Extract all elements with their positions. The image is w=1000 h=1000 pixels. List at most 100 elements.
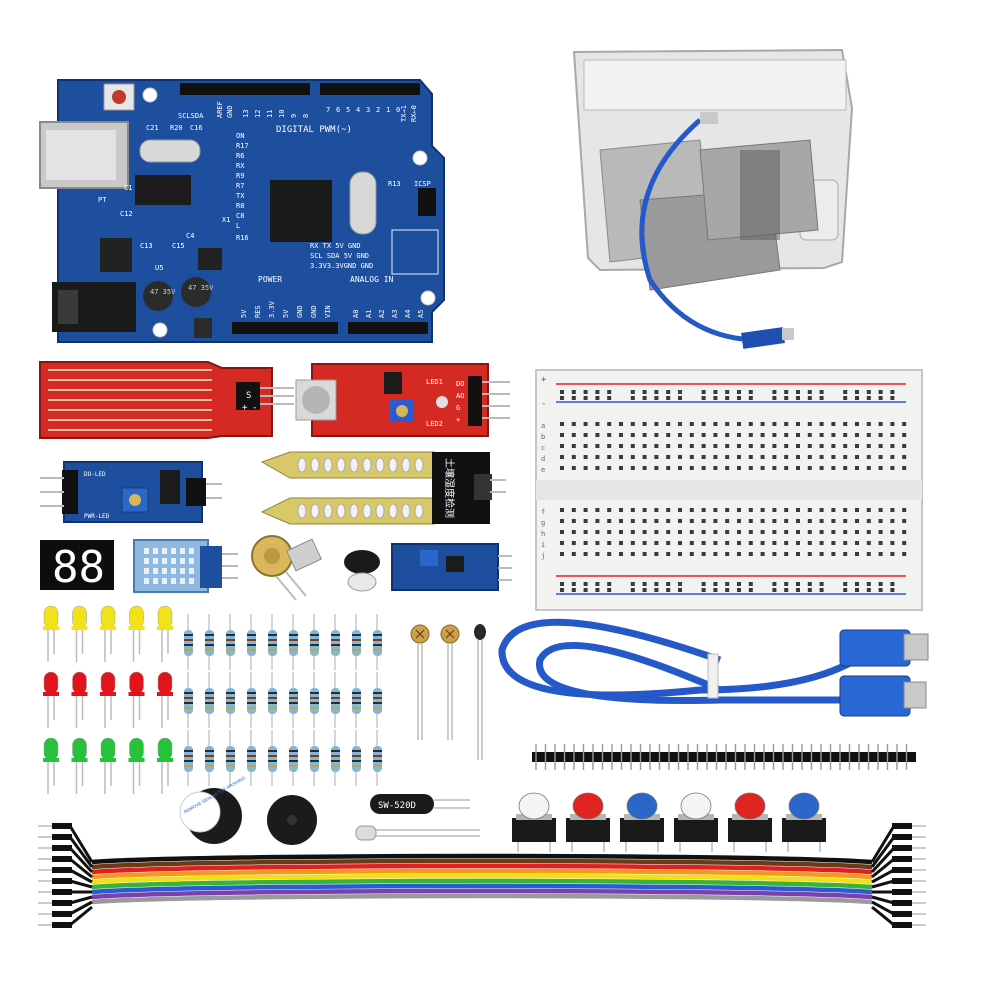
resistor — [268, 672, 277, 728]
digital-pin-label: 1 — [386, 106, 390, 114]
resistor — [289, 614, 298, 670]
digital-label: DIGITAL PWM(~) — [276, 125, 352, 135]
tilt-switch-label: SW-520D — [378, 801, 416, 811]
resistor — [247, 672, 256, 728]
jumper-connector-left — [38, 823, 94, 863]
resistor — [331, 730, 340, 786]
storage-box — [572, 48, 854, 349]
jumper-connector-left — [38, 895, 93, 906]
sound-sensor-module: LED1 LED2 DO AO G + — [295, 363, 510, 437]
digital-header-lo — [320, 83, 420, 95]
module-label-b: PWR-LED — [84, 513, 110, 520]
jumper-connector-right — [871, 895, 926, 906]
power-pin-label: VIN — [324, 305, 332, 318]
breadboard-row-label: g — [541, 519, 545, 527]
pt-label: PT — [98, 196, 107, 204]
analog-pin-label: A1 — [365, 310, 373, 318]
breadboard-row-label: a — [541, 422, 545, 430]
power-pin-label: GND — [296, 305, 304, 318]
power-header — [232, 322, 338, 334]
soil-label: 土壤湿度检测 — [443, 458, 456, 518]
led — [43, 605, 59, 662]
resistor — [205, 672, 214, 728]
c4-label: C4 — [186, 232, 194, 240]
sound-vcc-label: + — [456, 416, 460, 424]
header-low-label: 3.3V3.3VGND GND — [310, 262, 373, 270]
breadboard-row-label: d — [541, 455, 545, 463]
resistor — [352, 614, 361, 670]
rx-led-label: RX — [236, 162, 245, 170]
digital-pin-label: 11 — [266, 110, 274, 118]
breadboard-row-label: e — [541, 466, 545, 474]
r13-label: R13 — [388, 180, 401, 188]
potentiometer — [251, 535, 323, 601]
flame-sensor-module — [344, 543, 512, 592]
resistor — [205, 614, 214, 670]
analog-pin-label: A0 — [352, 310, 360, 318]
x1-label: X1 — [222, 216, 230, 224]
led — [157, 737, 173, 794]
digital-pin-label: 5 — [346, 106, 350, 114]
sensor-module-blue: DO-LED PWR-LED — [40, 461, 222, 523]
uno-board: 47 35V 47 35V DIGITAL PWM(~) SCLSDA TX→1… — [39, 79, 445, 343]
gnd-label: GND — [226, 105, 234, 118]
resistor-array — [184, 614, 382, 786]
c15-label: C15 — [172, 242, 185, 250]
breadboard-row-label: j — [541, 552, 545, 560]
sound-ao-label: AO — [456, 392, 464, 400]
digital-header-hi — [180, 83, 310, 95]
ir-led — [355, 825, 480, 841]
power-pin-label: 5V — [282, 309, 290, 318]
resistor — [226, 730, 235, 786]
digital-pin-label: 4 — [356, 106, 360, 114]
resistor — [310, 730, 319, 786]
water-level-sensor: S + - — [39, 361, 294, 439]
breadboard-row-label: b — [541, 433, 545, 441]
r16-label: R16 — [236, 234, 249, 242]
soil-moisture-sensor: 土壤湿度检测 — [260, 451, 506, 525]
r9-label: R9 — [236, 172, 244, 180]
resistor — [310, 614, 319, 670]
jumper-connector-right — [872, 889, 926, 895]
tilt-switch: SW-520D — [370, 794, 470, 814]
led — [43, 737, 59, 794]
icsp-label: ICSP — [414, 180, 431, 188]
jumper-connector-left — [38, 889, 92, 895]
jumper-connector-right — [870, 834, 926, 868]
tx-led-label: TX — [236, 192, 245, 200]
led — [128, 671, 145, 728]
r7-label: R7 — [236, 182, 244, 190]
digital-pin-label: 8 — [302, 114, 310, 118]
c13-label: C13 — [140, 242, 153, 250]
resistor — [205, 730, 214, 786]
jumper-connector-left — [38, 845, 94, 874]
resistor — [310, 672, 319, 728]
r20-label: R20 — [170, 124, 183, 132]
usb-chip — [135, 175, 191, 205]
tactile-button — [566, 792, 610, 852]
u5-label: U5 — [155, 264, 163, 272]
resistor — [268, 730, 277, 786]
male-pin-header — [532, 744, 916, 770]
led — [100, 737, 116, 794]
tactile-button — [728, 792, 772, 852]
jumper-connector-left — [38, 867, 93, 884]
led — [157, 671, 173, 728]
power-pin-label: GND — [310, 305, 318, 318]
digital-pin-label: 9 — [290, 114, 298, 118]
jumper-connector-right — [870, 845, 926, 874]
resistor — [289, 730, 298, 786]
tactile-button — [512, 792, 556, 852]
tactile-button — [782, 792, 826, 852]
jumper-connector-right — [871, 878, 926, 889]
resistor — [184, 730, 193, 786]
power-label: POWER — [258, 275, 282, 284]
jumper-connector-left — [38, 834, 94, 868]
resistor — [268, 614, 277, 670]
photoresistors — [410, 624, 486, 760]
breadboard-row-label: i — [541, 541, 545, 549]
usb-cable — [498, 618, 929, 717]
jumper-connector-right — [870, 823, 926, 863]
